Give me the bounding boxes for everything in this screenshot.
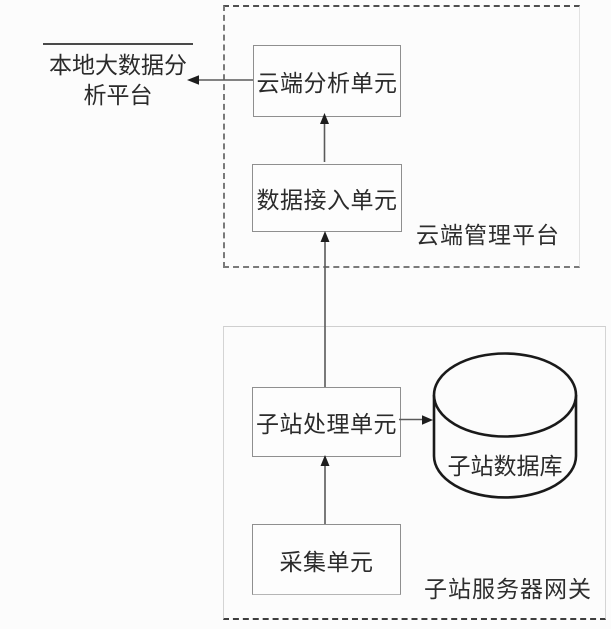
local-bigdata-platform-label: 本地大数据分 析平台: [43, 43, 193, 111]
cloud-analysis-unit-label: 云端分析单元: [256, 71, 398, 96]
cloud-platform-container: [223, 5, 580, 268]
substation-gateway-label: 子站服务器网关: [424, 577, 592, 602]
substation-gateway-container: [223, 326, 606, 620]
cloud-analysis-unit-box: 云端分析单元: [253, 45, 401, 117]
substation-processing-unit-box: 子站处理单元: [252, 387, 401, 457]
cloud-platform-label: 云端管理平台: [416, 223, 560, 248]
local-platform-line1: 本地大数据分: [49, 53, 187, 78]
collection-unit-label: 采集单元: [279, 549, 374, 575]
collection-unit-box: 采集单元: [252, 524, 401, 595]
substation-database-label: 子站数据库: [447, 454, 563, 479]
substation-processing-unit-label: 子站处理单元: [256, 412, 397, 437]
data-access-unit-box: 数据接入单元: [252, 164, 402, 232]
local-platform-line2: 析平台: [83, 83, 153, 108]
data-access-unit-label: 数据接入单元: [256, 188, 398, 213]
